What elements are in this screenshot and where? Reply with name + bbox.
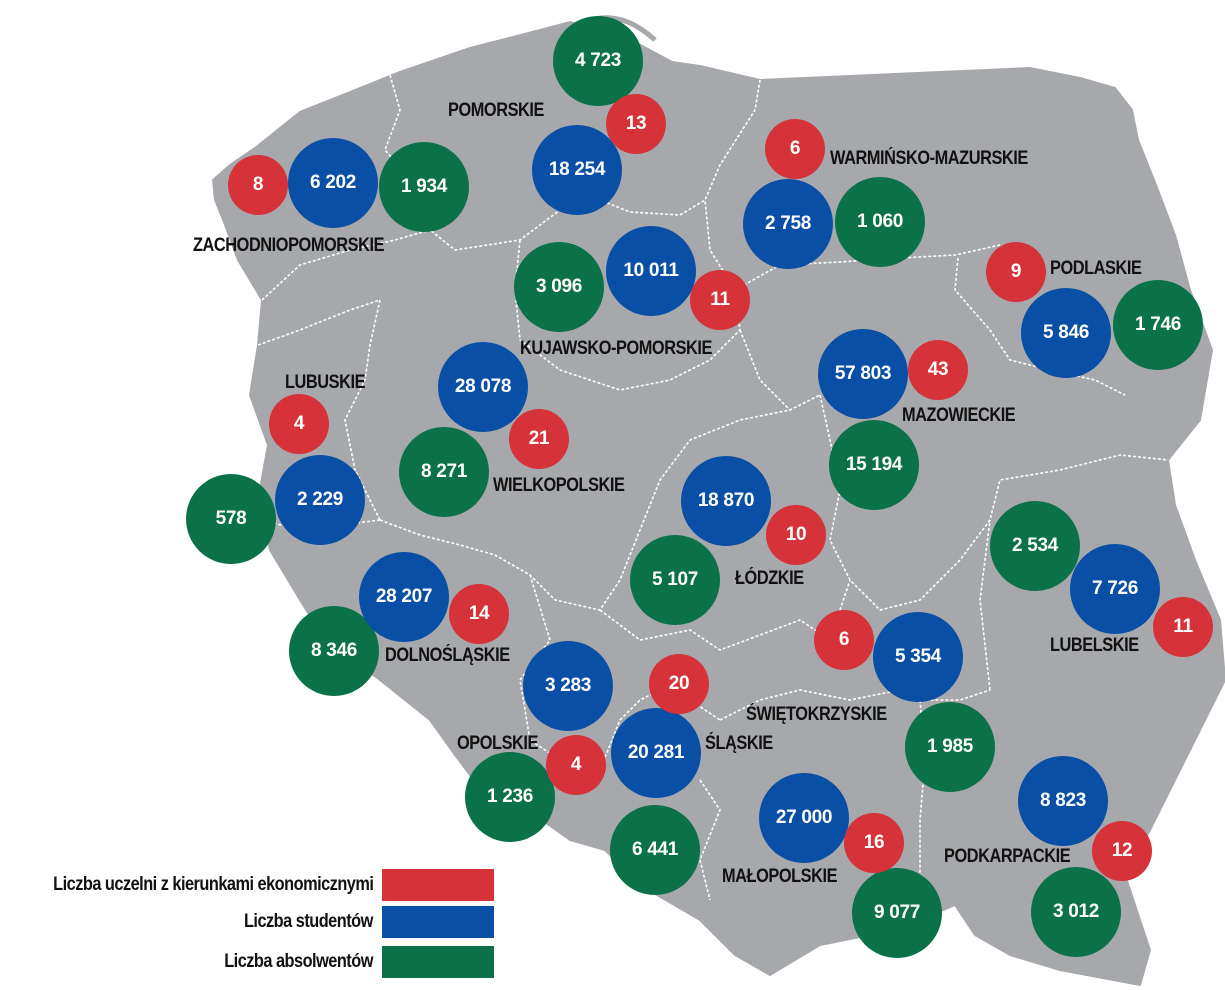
warminsko-mazurskie-label: WARMIŃSKO-MAZURSKIE (830, 148, 1028, 169)
pomorskie-universities-bubble: 13 (606, 94, 666, 154)
mazowieckie-graduates-bubble: 15 194 (829, 420, 919, 510)
podlaskie-label: PODLASKIE (1050, 258, 1142, 279)
slaskie-graduates-bubble: 6 441 (610, 805, 700, 895)
pomorskie-label: POMORSKIE (448, 100, 544, 121)
zachodniopomorskie-students-bubble: 6 202 (288, 138, 378, 228)
lubuskie-universities-bubble: 4 (269, 394, 329, 454)
lodzkie-universities-bubble: 10 (766, 505, 826, 565)
lubuskie-label: LUBUSKIE (285, 372, 366, 393)
kujawsko-pomorskie-students-bubble: 10 011 (606, 226, 696, 316)
kujawsko-pomorskie-graduates-bubble: 3 096 (514, 242, 604, 332)
dolnoslaskie-universities-bubble: 14 (449, 584, 509, 644)
swietokrzyskie-students-bubble: 5 354 (873, 612, 963, 702)
lodzkie-label: ŁÓDZKIE (735, 568, 804, 589)
zachodniopomorskie-universities-bubble: 8 (228, 155, 288, 215)
warminsko-mazurskie-universities-bubble: 6 (765, 119, 825, 179)
dolnoslaskie-graduates-bubble: 8 346 (289, 606, 379, 696)
podlaskie-graduates-bubble: 1 746 (1113, 280, 1203, 370)
slaskie-label: ŚLĄSKIE (705, 733, 773, 754)
podlaskie-universities-bubble: 9 (986, 242, 1046, 302)
lubelskie-label: LUBELSKIE (1050, 635, 1139, 656)
legend-graduates-label: Liczba absolwentów (224, 951, 373, 972)
wielkopolskie-students-bubble: 28 078 (438, 342, 528, 432)
pomorskie-students-bubble: 18 254 (532, 125, 622, 215)
lubelskie-universities-bubble: 11 (1153, 597, 1213, 657)
mazowieckie-universities-bubble: 43 (908, 340, 968, 400)
opolskie-graduates-bubble: 1 236 (465, 752, 555, 842)
slaskie-students-bubble: 20 281 (611, 708, 701, 798)
slaskie-universities-bubble: 20 (649, 654, 709, 714)
legend-universities: Liczba uczelni z kierunkami ekonomicznym… (1, 869, 374, 901)
mazowieckie-students-bubble: 57 803 (818, 329, 908, 419)
malopolskie-label: MAŁOPOLSKIE (722, 866, 838, 887)
legend-students-label: Liczba studentów (244, 911, 373, 932)
legend-graduates-swatch (382, 946, 494, 978)
podkarpackie-graduates-bubble: 3 012 (1031, 867, 1121, 957)
mazowieckie-label: MAZOWIECKIE (902, 405, 1016, 426)
swietokrzyskie-universities-bubble: 6 (814, 610, 874, 670)
zachodniopomorskie-label: ZACHODNIOPOMORSKIE (193, 235, 385, 256)
warminsko-mazurskie-students-bubble: 2 758 (743, 179, 833, 269)
malopolskie-students-bubble: 27 000 (759, 773, 849, 863)
kujawsko-pomorskie-label: KUJAWSKO-POMORSKIE (520, 338, 712, 359)
podkarpackie-label: PODKARPACKIE (944, 846, 1071, 867)
wielkopolskie-label: WIELKOPOLSKIE (493, 475, 625, 496)
lubuskie-graduates-bubble: 578 (186, 474, 276, 564)
legend-universities-swatch (382, 869, 494, 901)
zachodniopomorskie-graduates-bubble: 1 934 (379, 142, 469, 232)
lubuskie-students-bubble: 2 229 (275, 455, 365, 545)
malopolskie-graduates-bubble: 9 077 (852, 868, 942, 958)
legend-students-swatch (382, 906, 494, 938)
warminsko-mazurskie-graduates-bubble: 1 060 (835, 177, 925, 267)
legend-universities-label: Liczba uczelni z kierunkami ekonomicznym… (52, 874, 374, 895)
lodzkie-graduates-bubble: 5 107 (630, 535, 720, 625)
dolnoslaskie-label: DOLNOŚLĄSKIE (385, 645, 510, 666)
dolnoslaskie-students-bubble: 28 207 (359, 552, 449, 642)
opolskie-label: OPOLSKIE (457, 733, 539, 754)
swietokrzyskie-graduates-bubble: 1 985 (905, 702, 995, 792)
legend-graduates: Liczba absolwentów (200, 946, 373, 978)
podkarpackie-universities-bubble: 12 (1092, 821, 1152, 881)
swietokrzyskie-label: ŚWIĘTOKRZYSKIE (746, 704, 887, 725)
malopolskie-universities-bubble: 16 (844, 813, 904, 873)
wielkopolskie-graduates-bubble: 8 271 (399, 427, 489, 517)
podlaskie-students-bubble: 5 846 (1021, 288, 1111, 378)
lubelskie-graduates-bubble: 2 534 (990, 501, 1080, 591)
opolskie-students-bubble: 3 283 (523, 641, 613, 731)
podkarpackie-students-bubble: 8 823 (1018, 756, 1108, 846)
lodzkie-students-bubble: 18 870 (681, 456, 771, 546)
wielkopolskie-universities-bubble: 21 (509, 409, 569, 469)
legend-students: Liczba studentów (223, 906, 373, 938)
lubelskie-students-bubble: 7 726 (1070, 544, 1160, 634)
kujawsko-pomorskie-universities-bubble: 11 (690, 270, 750, 330)
pomorskie-graduates-bubble: 4 723 (553, 16, 643, 106)
opolskie-universities-bubble: 4 (546, 735, 606, 795)
